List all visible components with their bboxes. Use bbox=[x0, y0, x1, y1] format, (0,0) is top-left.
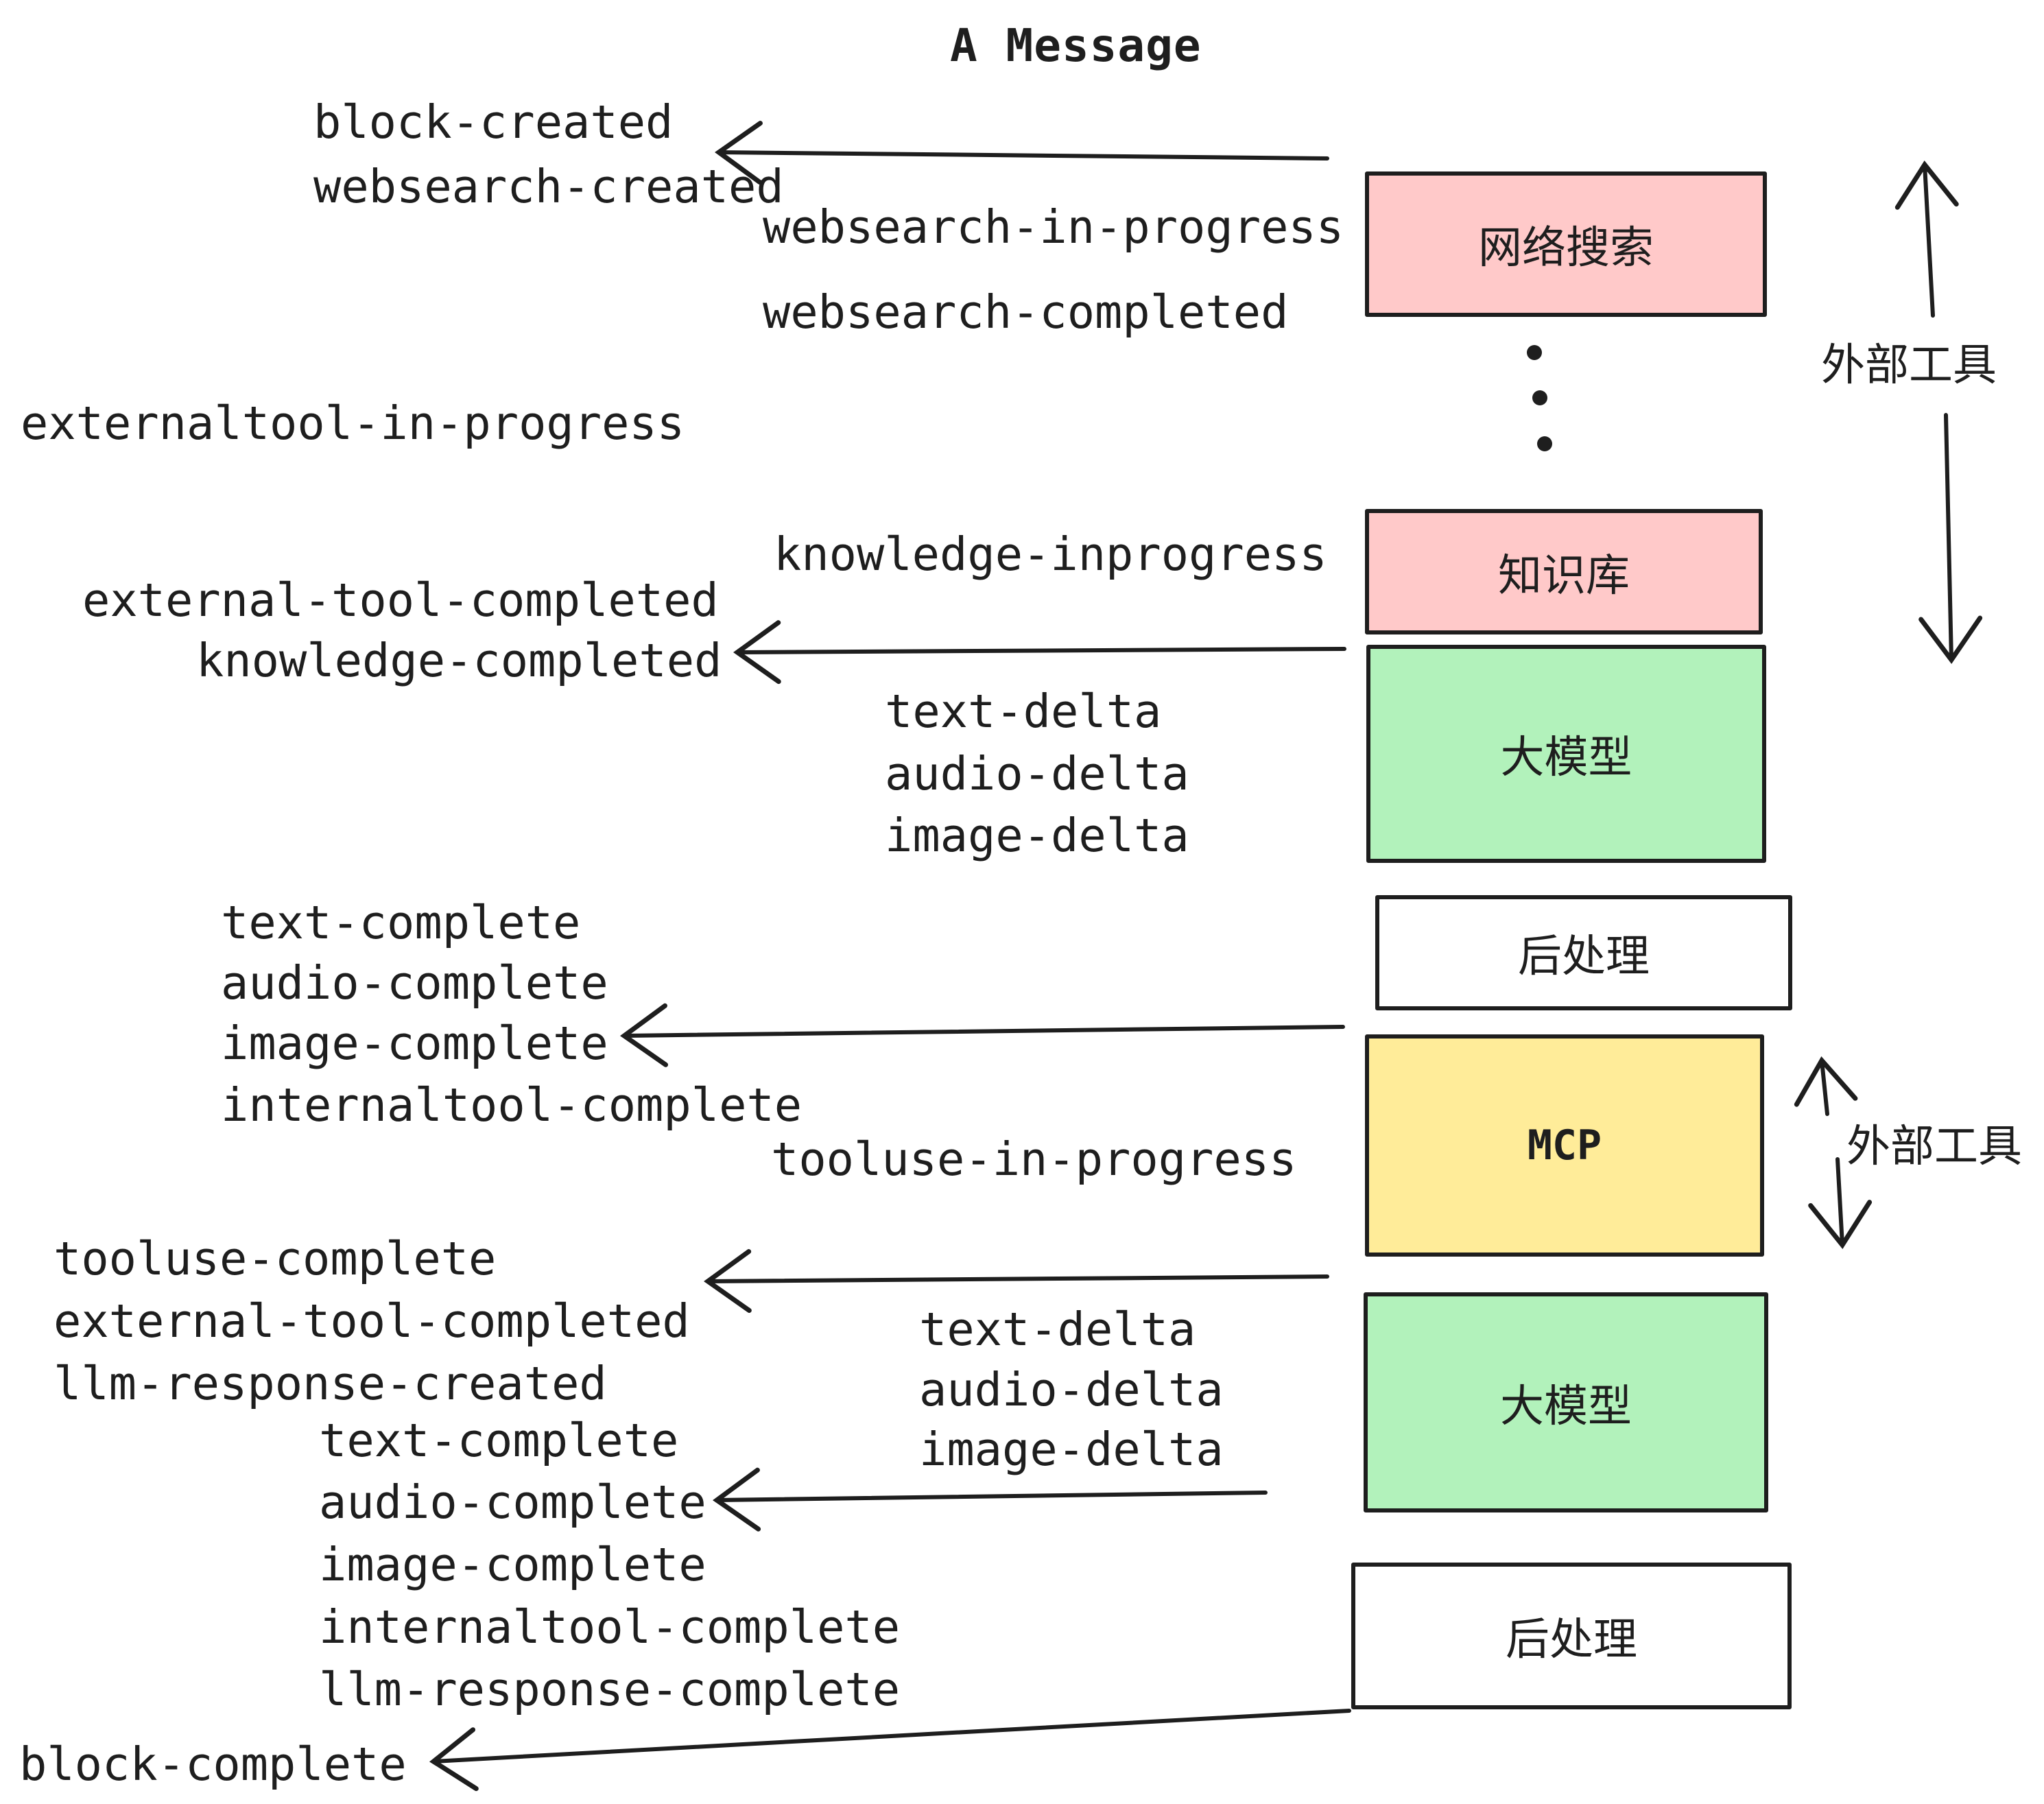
event-internaltool-complete-1: internaltool-complete bbox=[221, 1078, 803, 1132]
ellipsis-dots bbox=[1527, 345, 1552, 451]
box-mcp: MCP bbox=[1365, 1034, 1764, 1257]
event-audio-delta-2: audio-delta bbox=[919, 1363, 1224, 1416]
event-internaltool-complete-2: internaltool-complete bbox=[319, 1600, 901, 1654]
box-websearch: 网络搜索 bbox=[1365, 171, 1767, 317]
external-tool-down-arrow-1 bbox=[1918, 413, 1983, 665]
event-llm-response-complete: llm-response-complete bbox=[319, 1663, 901, 1716]
arrow-block-created bbox=[714, 121, 1329, 185]
arrow-tooluse-complete bbox=[703, 1249, 1329, 1314]
external-tool-label-bottom: 外部工具 bbox=[1846, 1121, 2022, 1172]
box-knowledge: 知识库 bbox=[1365, 509, 1763, 634]
box-postprocess-1-label: 后处理 bbox=[1518, 931, 1650, 982]
box-websearch-label: 网络搜索 bbox=[1478, 223, 1654, 274]
event-image-complete-2: image-complete bbox=[319, 1538, 706, 1591]
event-llm-response-created: llm-response-created bbox=[54, 1357, 607, 1410]
event-websearch-created: websearch-created bbox=[313, 160, 784, 213]
box-llm-2-label: 大模型 bbox=[1500, 1381, 1632, 1432]
event-image-complete-1: image-complete bbox=[221, 1017, 608, 1070]
box-llm-1-label: 大模型 bbox=[1500, 733, 1632, 783]
arrow-audio-complete bbox=[712, 1467, 1268, 1532]
event-image-delta-2: image-delta bbox=[919, 1423, 1224, 1476]
event-audio-complete-2: audio-complete bbox=[319, 1475, 706, 1529]
event-knowledge-completed: knowledge-completed bbox=[196, 634, 722, 687]
event-external-tool-completed-1: external-tool-completed bbox=[82, 573, 719, 627]
event-websearch-in-progress: websearch-in-progress bbox=[763, 200, 1344, 254]
external-tool-down-arrow-2 bbox=[1808, 1157, 1873, 1249]
event-knowledge-inprogress: knowledge-inprogress bbox=[774, 527, 1327, 581]
box-knowledge-label: 知识库 bbox=[1498, 550, 1630, 602]
event-text-delta-1: text-delta bbox=[885, 685, 1162, 738]
event-audio-complete-1: audio-complete bbox=[221, 956, 608, 1010]
event-text-delta-2: text-delta bbox=[919, 1303, 1196, 1356]
box-postprocess-1: 后处理 bbox=[1375, 895, 1792, 1010]
event-audio-delta-1: audio-delta bbox=[885, 747, 1189, 800]
box-llm-1: 大模型 bbox=[1366, 645, 1766, 863]
box-llm-2: 大模型 bbox=[1364, 1292, 1768, 1512]
event-block-created: block-created bbox=[313, 95, 674, 149]
event-external-tool-completed-2: external-tool-completed bbox=[54, 1294, 690, 1348]
arrow-block-complete bbox=[429, 1709, 1351, 1792]
external-tool-label-top: 外部工具 bbox=[1821, 340, 1997, 391]
external-tool-up-arrow-2 bbox=[1794, 1056, 1858, 1116]
diagram-title: A Message bbox=[950, 19, 1202, 72]
event-websearch-completed: websearch-completed bbox=[763, 285, 1289, 339]
arrow-image-complete bbox=[619, 1003, 1345, 1067]
event-tooluse-complete: tooluse-complete bbox=[54, 1232, 497, 1285]
event-externaltool-in-progress: externaltool-in-progress bbox=[21, 396, 685, 450]
event-image-delta-1: image-delta bbox=[885, 809, 1189, 862]
event-block-complete: block-complete bbox=[19, 1737, 407, 1791]
arrow-knowledge-completed bbox=[733, 620, 1346, 685]
box-mcp-label: MCP bbox=[1527, 1121, 1602, 1170]
event-tooluse-in-progress: tooluse-in-progress bbox=[771, 1132, 1297, 1186]
event-text-complete-1: text-complete bbox=[221, 896, 581, 949]
box-postprocess-2-label: 后处理 bbox=[1506, 1615, 1637, 1665]
event-text-complete-2: text-complete bbox=[319, 1414, 679, 1467]
box-postprocess-2: 后处理 bbox=[1351, 1563, 1792, 1709]
external-tool-up-arrow-1 bbox=[1894, 161, 1959, 318]
